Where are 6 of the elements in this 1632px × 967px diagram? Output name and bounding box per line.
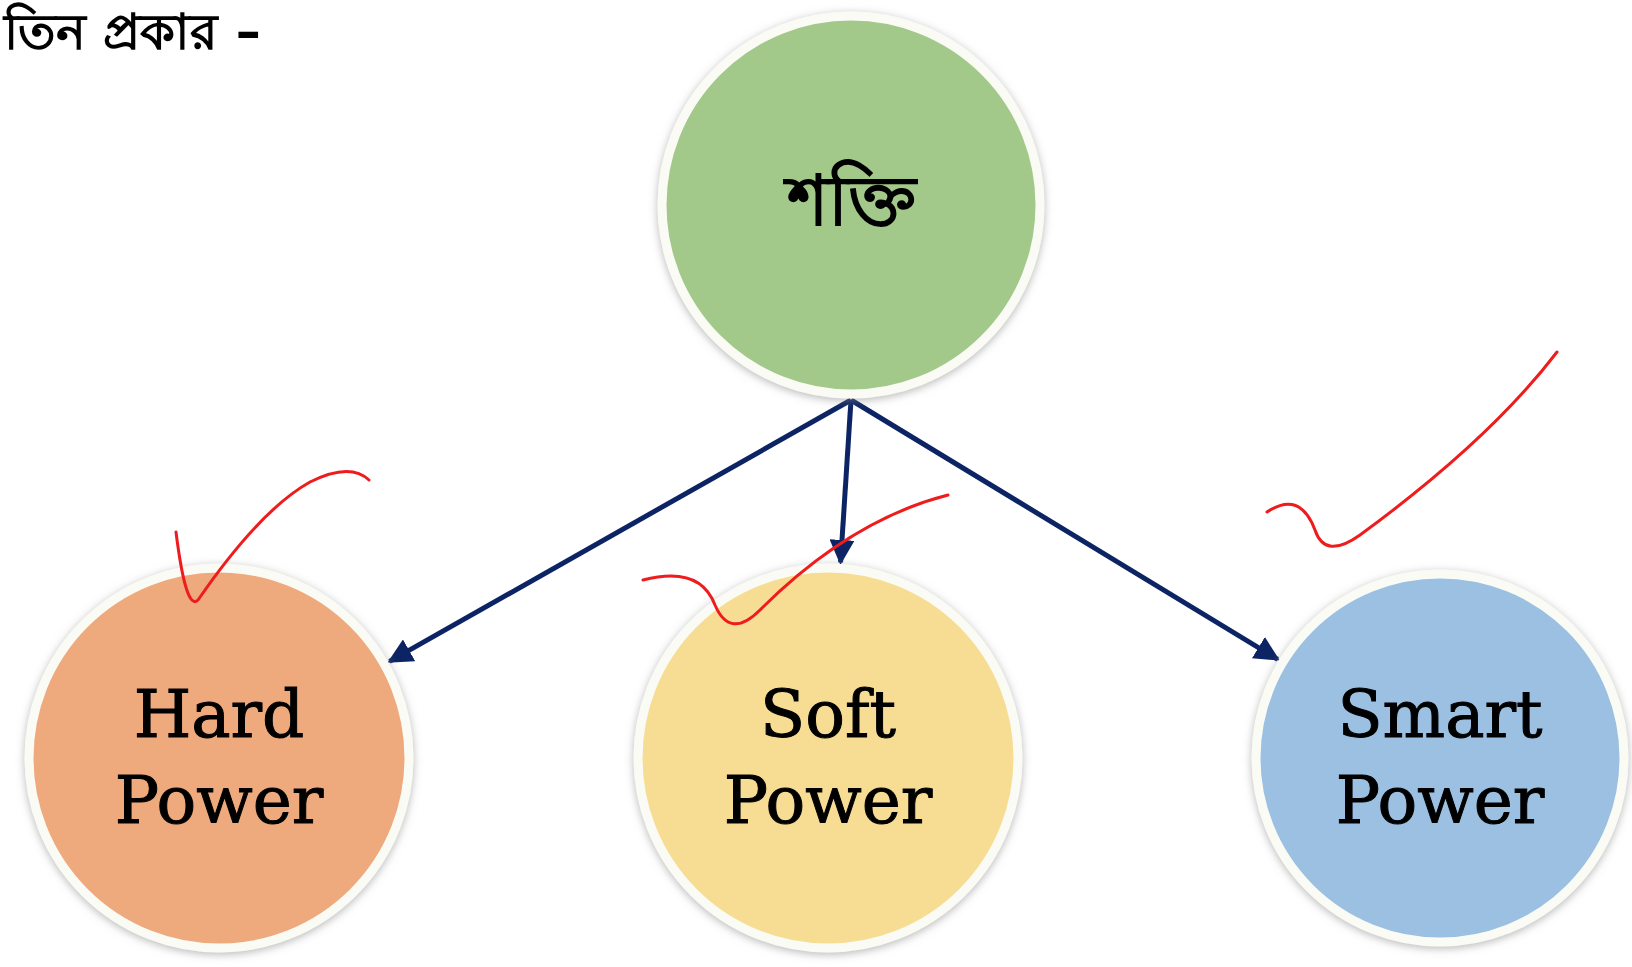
node-label: Smart Power [1334,675,1546,841]
heading: তিন প্রকার – [4,1,261,63]
node-label: Hard Power [113,675,325,841]
node-label: Soft Power [722,675,934,841]
arrow [849,397,1280,662]
arrow [387,397,853,664]
